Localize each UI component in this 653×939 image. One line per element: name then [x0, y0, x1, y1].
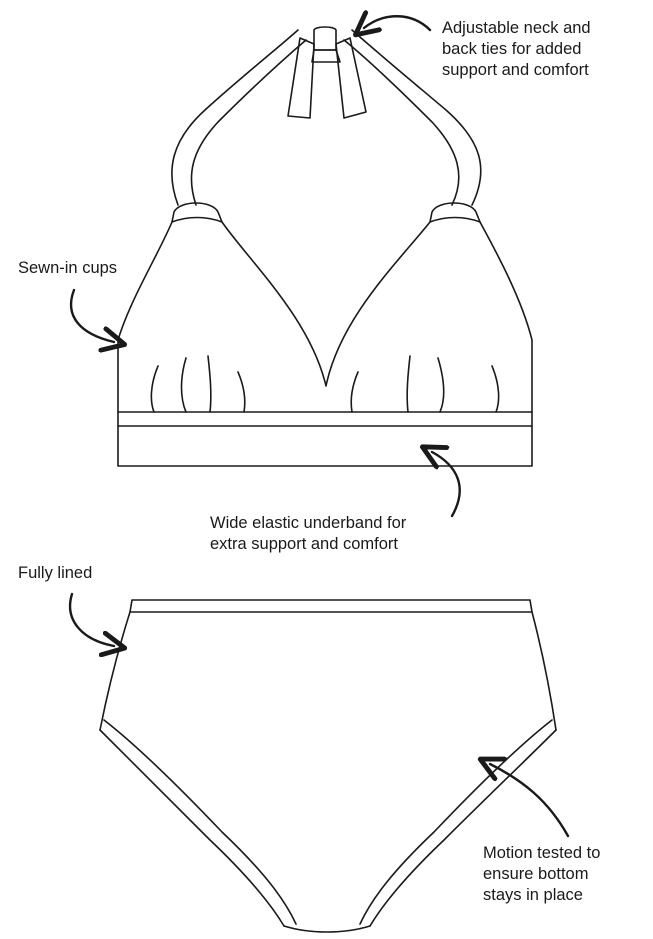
bikini-top	[117, 26, 533, 467]
crotch-panel	[283, 925, 371, 933]
arrow-sewn-in-cups	[69, 288, 114, 342]
callout-underband: Wide elastic underband for extra support…	[210, 513, 406, 555]
right-leg-opening-inner	[359, 719, 553, 925]
arrow-motion-tested	[490, 764, 570, 838]
right-halter-strap-inner	[343, 39, 460, 206]
arrow-underband	[432, 452, 461, 518]
right-cup-gather	[429, 202, 481, 223]
callout-sewn-in-cups: Sewn-in cups	[18, 258, 117, 279]
callout-arrows	[69, 16, 570, 838]
left-cup-gather	[171, 202, 223, 223]
callout-neck-ties-line-2: back ties for added	[442, 40, 582, 58]
arrow-fully-lined	[69, 592, 114, 646]
callout-motion-tested-line-2: ensure bottom	[483, 865, 589, 883]
callout-motion-tested-line-3: stays in place	[483, 886, 583, 904]
bikini-bottom	[99, 599, 557, 933]
center-gore	[221, 221, 431, 387]
callout-fully-lined-line-1: Fully lined	[18, 564, 93, 582]
right-cup-outline	[479, 221, 533, 413]
callout-underband-line-2: extra support and comfort	[210, 535, 399, 553]
callout-motion-tested: Motion tested to ensure bottom stays in …	[483, 843, 600, 906]
callout-motion-tested-line-1: Motion tested to	[483, 844, 601, 862]
underband	[117, 411, 533, 467]
neck-tie-knot	[313, 26, 337, 51]
left-halter-strap-inner	[190, 39, 307, 206]
right-halter-strap	[351, 29, 482, 206]
left-leg-opening-inner	[103, 719, 297, 925]
bottom-body-left	[99, 611, 131, 731]
bottom-body-right	[531, 611, 557, 731]
neck-tie-left-tail	[287, 37, 315, 119]
callout-sewn-in-cups-line-1: Sewn-in cups	[18, 259, 118, 277]
callout-fully-lined: Fully lined	[18, 563, 92, 584]
left-leg-opening	[99, 729, 285, 927]
callout-neck-ties-line-1: Adjustable neck and	[442, 19, 591, 37]
callout-neck-ties-line-3: support and comfort	[442, 61, 589, 79]
callout-underband-line-1: Wide elastic underband for	[210, 514, 407, 532]
right-cup-gather-lines	[350, 355, 500, 413]
left-halter-strap	[171, 29, 299, 206]
arrow-neck-ties	[364, 16, 432, 30]
callout-neck-ties: Adjustable neck and back ties for added …	[442, 18, 591, 81]
neck-tie-right-tail	[335, 37, 367, 119]
neck-tie-center	[311, 49, 341, 63]
left-cup-outline	[117, 221, 173, 413]
waistband	[129, 599, 533, 613]
left-cup-gather-lines	[150, 355, 246, 413]
right-leg-opening	[369, 729, 557, 927]
